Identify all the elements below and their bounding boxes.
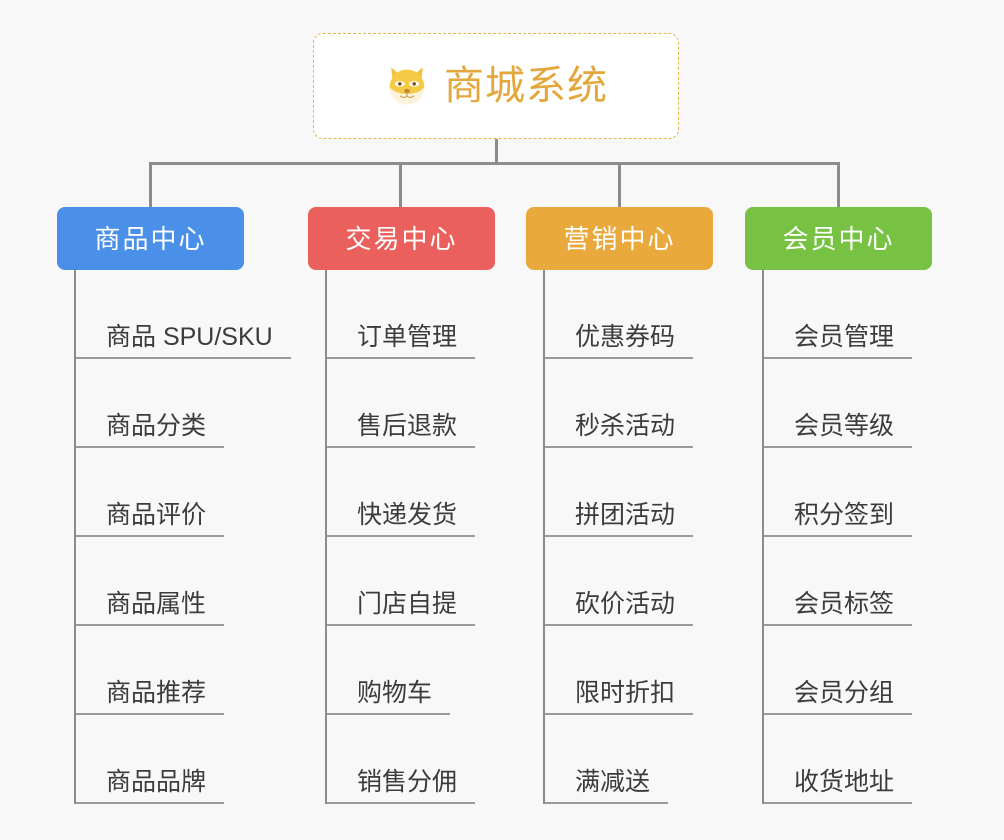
leaf-underline <box>76 802 224 804</box>
leaf-label: 优惠券码 <box>575 323 676 351</box>
leaf-label: 限时折扣 <box>575 679 676 707</box>
leaf-item[interactable]: 商品 SPU/SKU <box>76 270 291 359</box>
leaf-label: 快递发货 <box>357 501 458 529</box>
column-marketing-center: 营销中心 优惠券码 秒杀活动 拼团活动 砍价活动 限时折扣 <box>526 207 756 804</box>
root-title: 商城系统 <box>444 64 608 108</box>
leaf-label: 订单管理 <box>357 323 458 351</box>
leaf-label: 商品推荐 <box>106 679 207 707</box>
leaf-label: 满减送 <box>575 768 651 796</box>
category-header-product-center[interactable]: 商品中心 <box>57 207 244 270</box>
leaf-item[interactable]: 商品品牌 <box>76 715 287 804</box>
leaf-label: 门店自提 <box>357 590 458 618</box>
leaf-label: 会员分组 <box>794 679 895 707</box>
column-product-center: 商品中心 商品 SPU/SKU 商品分类 商品评价 商品属性 商品推荐 <box>57 207 291 804</box>
connector-drop-member-center <box>837 162 840 208</box>
leaf-underline <box>327 357 475 359</box>
connector-bus-bar <box>150 162 840 165</box>
leaf-label: 会员管理 <box>794 323 895 351</box>
leaf-underline <box>76 624 224 626</box>
leaf-item[interactable]: 会员等级 <box>764 359 975 448</box>
leaf-item[interactable]: 售后退款 <box>327 359 538 448</box>
category-header-label: 交易中心 <box>345 223 458 254</box>
leaf-item[interactable]: 会员分组 <box>764 626 975 715</box>
leaf-label: 商品评价 <box>106 501 207 529</box>
leaf-item[interactable]: 商品推荐 <box>76 626 287 715</box>
connector-drop-trade-center <box>399 162 402 208</box>
leaf-list-trade-center: 订单管理 售后退款 快递发货 门店自提 购物车 销售分佣 <box>325 270 538 804</box>
connector-drop-product-center <box>149 162 152 208</box>
leaf-label: 拼团活动 <box>575 501 676 529</box>
leaf-item[interactable]: 销售分佣 <box>327 715 538 804</box>
category-header-label: 营销中心 <box>563 223 676 254</box>
leaf-label: 收货地址 <box>794 768 895 796</box>
leaf-label: 销售分佣 <box>357 768 458 796</box>
leaf-underline <box>545 624 693 626</box>
leaf-underline <box>327 802 475 804</box>
leaf-item[interactable]: 会员标签 <box>764 537 975 626</box>
leaf-item[interactable]: 商品属性 <box>76 537 287 626</box>
column-trade-center: 交易中心 订单管理 售后退款 快递发货 门店自提 购物车 <box>308 207 538 804</box>
leaf-list-member-center: 会员管理 会员等级 积分签到 会员标签 会员分组 收货地址 <box>762 270 975 804</box>
category-header-member-center[interactable]: 会员中心 <box>745 207 932 270</box>
leaf-label: 会员标签 <box>794 590 895 618</box>
leaf-label: 秒杀活动 <box>575 412 676 440</box>
category-header-label: 会员中心 <box>782 223 895 254</box>
leaf-item[interactable]: 秒杀活动 <box>545 359 756 448</box>
leaf-underline <box>76 357 291 359</box>
leaf-item[interactable]: 限时折扣 <box>545 626 756 715</box>
leaf-item[interactable]: 快递发货 <box>327 448 538 537</box>
connector-root-stem <box>495 139 498 164</box>
leaf-underline <box>76 446 224 448</box>
leaf-label: 商品品牌 <box>106 768 207 796</box>
leaf-item[interactable]: 优惠券码 <box>545 270 756 359</box>
shiba-dog-face-icon <box>389 67 425 105</box>
category-header-marketing-center[interactable]: 营销中心 <box>526 207 713 270</box>
leaf-underline <box>545 357 693 359</box>
leaf-underline <box>545 535 693 537</box>
leaf-item[interactable]: 砍价活动 <box>545 537 756 626</box>
leaf-underline <box>327 535 475 537</box>
leaf-underline <box>764 802 912 804</box>
leaf-underline <box>545 446 693 448</box>
root-node[interactable]: 商城系统 <box>313 33 679 139</box>
leaf-item[interactable]: 会员管理 <box>764 270 975 359</box>
leaf-item[interactable]: 商品评价 <box>76 448 287 537</box>
column-member-center: 会员中心 会员管理 会员等级 积分签到 会员标签 会员分组 <box>745 207 975 804</box>
leaf-item[interactable]: 商品分类 <box>76 359 287 448</box>
leaf-underline <box>764 535 912 537</box>
leaf-label: 商品分类 <box>106 412 207 440</box>
leaf-underline <box>545 713 693 715</box>
leaf-underline <box>764 624 912 626</box>
leaf-label: 商品 SPU/SKU <box>106 323 273 351</box>
leaf-underline <box>76 713 224 715</box>
leaf-underline <box>327 446 475 448</box>
leaf-item[interactable]: 积分签到 <box>764 448 975 537</box>
leaf-underline <box>327 624 475 626</box>
leaf-underline <box>764 357 912 359</box>
category-header-trade-center[interactable]: 交易中心 <box>308 207 495 270</box>
leaf-item[interactable]: 购物车 <box>327 626 538 715</box>
leaf-item[interactable]: 拼团活动 <box>545 448 756 537</box>
category-header-label: 商品中心 <box>94 223 207 254</box>
leaf-list-marketing-center: 优惠券码 秒杀活动 拼团活动 砍价活动 限时折扣 满减送 <box>543 270 756 804</box>
leaf-label: 积分签到 <box>794 501 895 529</box>
leaf-label: 购物车 <box>357 679 433 707</box>
leaf-list-product-center: 商品 SPU/SKU 商品分类 商品评价 商品属性 商品推荐 商品品牌 <box>74 270 291 804</box>
leaf-underline <box>76 535 224 537</box>
leaf-label: 商品属性 <box>106 590 207 618</box>
leaf-label: 会员等级 <box>794 412 895 440</box>
leaf-label: 售后退款 <box>357 412 458 440</box>
leaf-item[interactable]: 门店自提 <box>327 537 538 626</box>
leaf-underline <box>764 446 912 448</box>
leaf-underline <box>327 713 450 715</box>
leaf-item[interactable]: 收货地址 <box>764 715 975 804</box>
leaf-underline <box>764 713 912 715</box>
connector-drop-marketing-center <box>618 162 621 208</box>
leaf-underline <box>545 802 668 804</box>
leaf-item[interactable]: 订单管理 <box>327 270 538 359</box>
leaf-label: 砍价活动 <box>575 590 676 618</box>
leaf-item[interactable]: 满减送 <box>545 715 756 804</box>
